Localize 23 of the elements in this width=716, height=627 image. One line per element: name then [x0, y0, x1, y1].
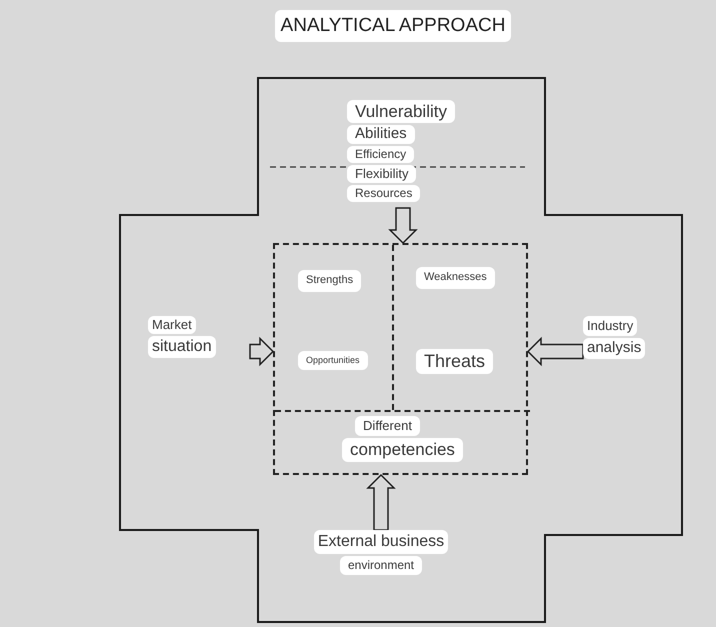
block-arrow [366, 474, 396, 531]
text-label: Abilities [347, 125, 415, 144]
text-label: Weaknesses [416, 267, 495, 289]
text-label: Strengths [298, 270, 362, 292]
text-label: Opportunities [298, 351, 368, 370]
text-label: situation [148, 336, 216, 358]
text-label: Vulnerability [347, 100, 455, 124]
block-arrow [249, 336, 274, 366]
text-label: Industry [583, 316, 638, 336]
text-label: Resources [347, 185, 420, 202]
block-arrow [526, 336, 584, 366]
text-label: analysis [583, 338, 646, 359]
text-label: Flexibility [347, 165, 416, 184]
block-arrow [388, 207, 418, 244]
text-label: Efficiency [347, 146, 414, 163]
text-label: Market [148, 316, 196, 334]
text-label: competencies [342, 438, 463, 462]
text-label: Threats [416, 349, 494, 374]
title: ANALYTICAL APPROACH [275, 10, 511, 42]
swot-box [273, 243, 528, 475]
text-label: External business [314, 530, 448, 554]
text-label: environment [340, 556, 422, 575]
text-label: Different [355, 416, 420, 436]
